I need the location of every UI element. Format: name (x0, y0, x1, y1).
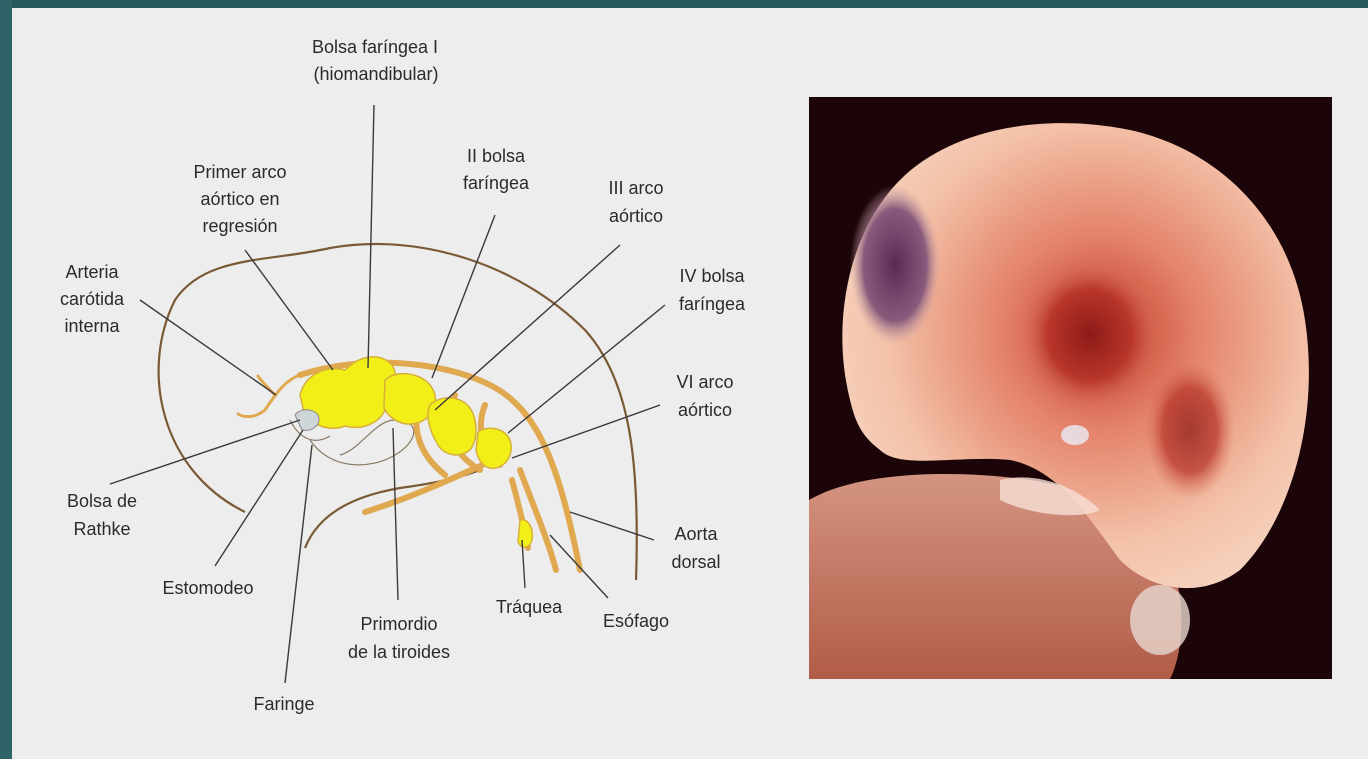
photo-head-region (850, 185, 940, 345)
label-vi-arco-line1: VI arco (676, 372, 733, 392)
photo-heart-region (1020, 260, 1160, 410)
label-iv-bolsa-line1: IV bolsa (679, 266, 745, 286)
label-esofago: Esófago (603, 611, 669, 631)
embryo-inner-contour (305, 470, 480, 548)
label-faringe: Faringe (253, 694, 314, 714)
label-primer-arco-line3: regresión (202, 216, 277, 236)
leader-ii-bolsa (432, 215, 495, 378)
label-arteria-line3: interna (64, 316, 120, 336)
label-aorta-line2: dorsal (671, 552, 720, 572)
label-bolsa-rathke-line2: Rathke (73, 519, 130, 539)
label-ii-bolsa-line1: II bolsa (467, 146, 526, 166)
leader-bolsa-rathke (110, 420, 300, 484)
embryo-photo (809, 97, 1332, 679)
internal-carotid-vessel (238, 375, 300, 417)
label-primer-arco-line2: aórtico en (200, 189, 279, 209)
trachea-bud (518, 520, 532, 547)
label-aorta-line1: Aorta (674, 524, 718, 544)
label-bolsa-faringea-1-line1: Bolsa faríngea I (312, 37, 438, 57)
leader-iii-arco (435, 245, 620, 410)
leader-bolsa-faringea-1 (368, 105, 374, 368)
label-ii-bolsa-line2: faríngea (463, 173, 530, 193)
label-bolsa-rathke-line1: Bolsa de (67, 491, 137, 511)
leader-faringe (285, 445, 312, 683)
label-arteria-line1: Arteria (65, 262, 119, 282)
pharyngeal-pouch-4 (476, 428, 511, 468)
pharyngeal-pouch-3 (428, 398, 476, 455)
photo-yolk-tissue (1130, 585, 1190, 655)
leader-primer-arco (245, 250, 333, 370)
label-estomodeo: Estomodeo (162, 578, 253, 598)
label-arteria-line2: carótida (60, 289, 125, 309)
label-primer-arco-line1: Primer arco (193, 162, 286, 182)
leader-aorta-dorsal (570, 512, 654, 540)
photo-pale-spot (1061, 425, 1089, 445)
label-iii-arco-line2: aórtico (609, 206, 663, 226)
label-iv-bolsa-line2: faríngea (679, 294, 746, 314)
label-primordio-line1: Primordio (360, 614, 437, 634)
photo-limb-region (1145, 360, 1235, 500)
label-bolsa-faringea-1-line2: (hiomandibular) (313, 64, 438, 84)
leader-estomodeo (215, 430, 303, 566)
leader-esofago (550, 535, 608, 598)
label-primordio-line2: de la tiroides (348, 642, 450, 662)
label-traquea: Tráquea (496, 597, 563, 617)
label-iii-arco-line1: III arco (608, 178, 663, 198)
label-vi-arco-line2: aórtico (678, 400, 732, 420)
